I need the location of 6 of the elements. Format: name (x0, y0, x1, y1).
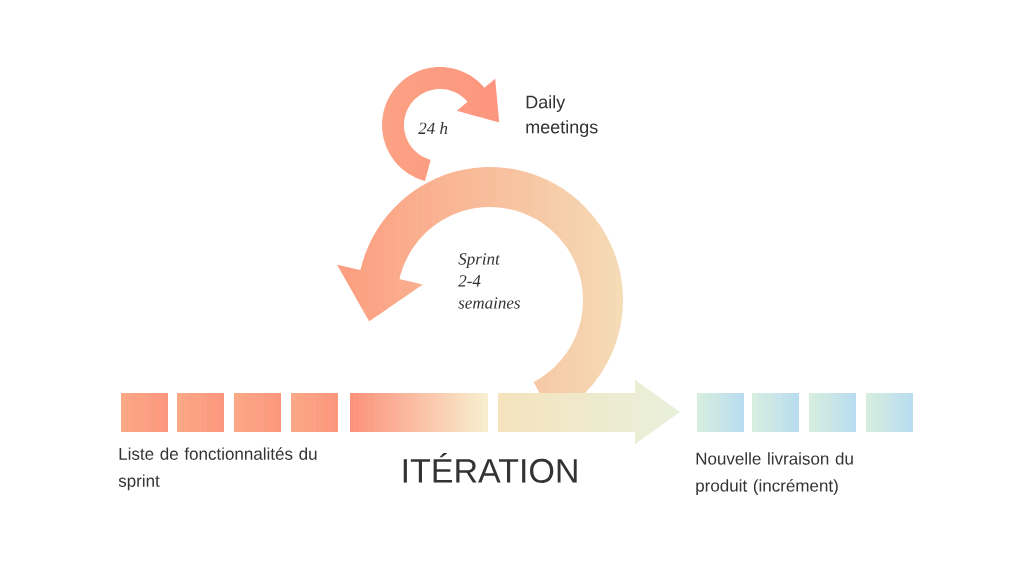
label-text: Nouvelle livraison du produit (incrément) (696, 452, 853, 496)
duration-label: 24 h (418, 122, 448, 134)
label-text: Daily meetings (526, 95, 598, 137)
duration-label: Sprint 2-4 semaines (458, 253, 520, 309)
label-text: Liste de fonctionnalités du sprint (118, 447, 317, 491)
heading: ITÉRATION (403, 453, 577, 483)
